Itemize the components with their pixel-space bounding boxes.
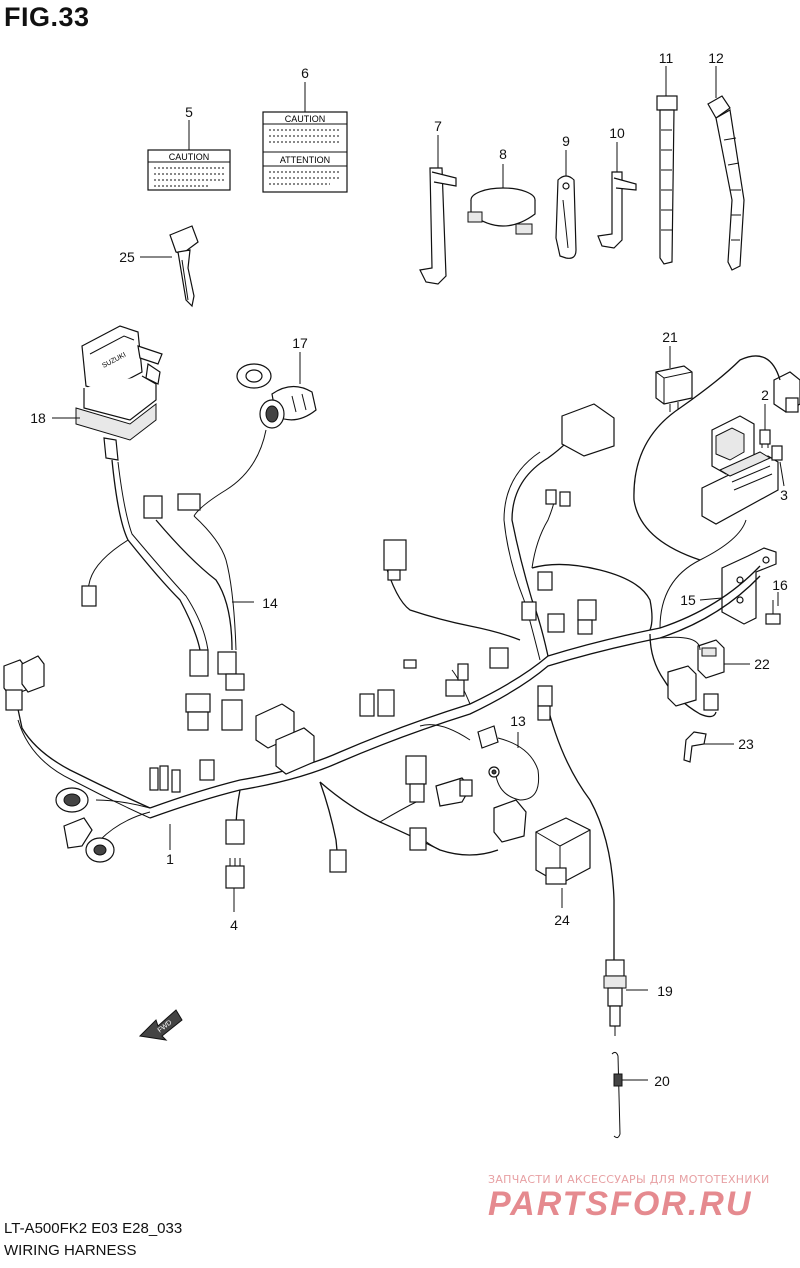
part-18-ignition-switch[interactable]: SUZUKI (75, 325, 163, 461)
callout-22: 22 (754, 656, 770, 672)
callout-1: 1 (166, 851, 174, 867)
part-11-cable-tie[interactable] (656, 95, 678, 265)
callout-15: 15 (680, 592, 696, 608)
part-25-key[interactable] (169, 225, 199, 308)
part-5-caution-label[interactable]: CAUTION (147, 149, 231, 191)
part-20-pin[interactable] (611, 1051, 623, 1139)
callout-10: 10 (609, 125, 625, 141)
part-23-clip[interactable] (683, 731, 707, 763)
callout-6: 6 (301, 65, 309, 81)
part-8-band-clamp[interactable] (467, 187, 536, 235)
callout-23: 23 (738, 736, 754, 752)
caution-label-text-1: CAUTION (169, 152, 210, 162)
part-17-accessory-socket[interactable] (236, 363, 317, 429)
callout-2: 2 (761, 387, 769, 403)
callout-17: 17 (292, 335, 308, 351)
callout-3: 3 (780, 487, 788, 503)
forward-arrow-icon: FWD (138, 1009, 183, 1041)
callout-18: 18 (30, 410, 46, 426)
top-right-connector[interactable] (773, 371, 800, 413)
part-3-fuse[interactable] (771, 445, 783, 461)
callout-19: 19 (657, 983, 673, 999)
callout-24: 24 (554, 912, 570, 928)
callout-8: 8 (499, 146, 507, 162)
watermark-logo: PARTSFOR.RU (488, 1185, 753, 1223)
callout-11: 11 (659, 50, 674, 66)
part-fuse-box[interactable] (701, 415, 779, 525)
part-13-ground-wire[interactable] (477, 725, 540, 801)
model-code: LT-A500FK2 E03 E28_033 (4, 1220, 183, 1237)
caution-label-text-2: CAUTION (285, 114, 326, 124)
callout-21: 21 (662, 329, 678, 345)
callout-5: 5 (185, 104, 193, 120)
callout-20: 20 (654, 1073, 670, 1089)
part-21-relay[interactable] (655, 365, 693, 412)
part-24-control-unit[interactable] (535, 817, 591, 885)
callout-7: 7 (434, 118, 442, 134)
callout-9: 9 (562, 133, 570, 149)
harness-connectors (3, 403, 719, 873)
part-6-caution-attention-label[interactable]: CAUTION ATTENTION (262, 111, 348, 193)
attention-label-text: ATTENTION (280, 155, 330, 165)
part-16-bolt[interactable] (765, 600, 781, 625)
figure-name: WIRING HARNESS (4, 1242, 137, 1259)
callout-4: 4 (230, 917, 238, 933)
part-12-cable-tie[interactable] (707, 95, 745, 271)
callout-13: 13 (510, 713, 526, 729)
callout-12: 12 (708, 50, 724, 66)
callout-25: 25 (119, 249, 135, 265)
part-2-fuse[interactable] (759, 429, 771, 448)
callout-14: 14 (262, 595, 278, 611)
part-1-main-harness[interactable] (13, 355, 781, 960)
part-9-clamp[interactable] (555, 175, 577, 259)
part-19-sensor[interactable] (603, 959, 627, 1036)
part-7-clamp[interactable] (419, 167, 457, 285)
callout-16: 16 (772, 577, 788, 593)
part-10-clamp[interactable] (597, 171, 637, 249)
part-22-connector[interactable] (697, 639, 725, 679)
part-4-connector[interactable] (225, 858, 245, 889)
watermark-tagline: ЗАПЧАСТИ И АКСЕССУАРЫ ДЛЯ МОТОТЕХНИКИ (488, 1173, 770, 1186)
figure-title: FIG.33 (4, 2, 90, 32)
